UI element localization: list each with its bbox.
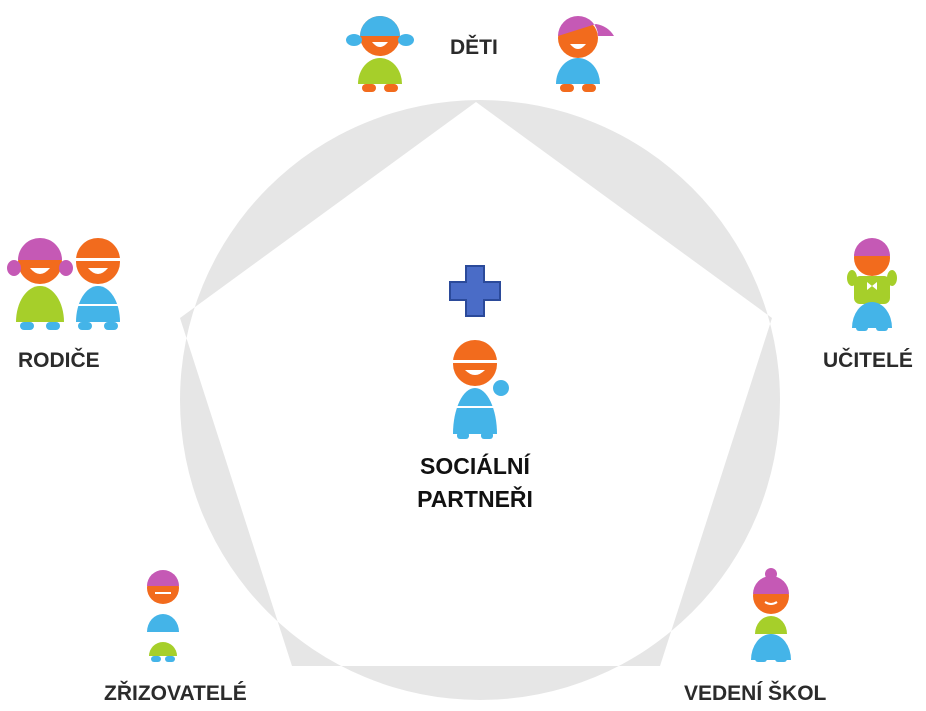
plus-icon — [449, 265, 501, 317]
center-title-line2: PARTNEŘI — [417, 486, 533, 512]
node-label-rodice: RODIČE — [18, 349, 100, 372]
principal-icon — [751, 568, 791, 662]
node-label-zrizovatele: ZŘIZOVATELÉ — [104, 682, 247, 705]
father-icon — [76, 238, 120, 330]
node-label-ucitele: UČITELÉ — [823, 349, 913, 372]
founder-icon — [147, 570, 179, 662]
center-title-line1: SOCIÁLNÍ — [420, 453, 530, 479]
node-label-vedeni-skol: VEDENÍ ŠKOL — [684, 682, 827, 705]
center-title: SOCIÁLNÍ PARTNEŘI — [380, 450, 570, 516]
teacher-icon — [847, 238, 897, 331]
child-girl-icon — [346, 16, 414, 92]
node-label-deti: DĚTI — [450, 36, 498, 59]
mother-icon — [7, 238, 73, 330]
partner-icon — [453, 340, 509, 439]
child-boy-icon — [556, 16, 614, 92]
